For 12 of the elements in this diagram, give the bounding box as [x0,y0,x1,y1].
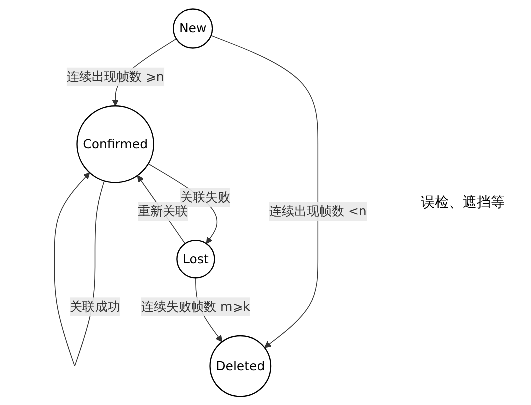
node-circle: Lost [176,240,216,278]
edge-label: 重新关联 [138,203,188,218]
arrow [210,34,318,348]
node-circle: New [172,8,213,48]
note-text: 误检、遮挡等 [421,194,506,212]
edge-label: 连续出现帧数 ⩾n [66,68,164,84]
edge-label: 关联失败 [180,190,230,204]
edge-label: 关联成功 [70,298,120,314]
edge-label: 连续出现帧数 <n [269,203,367,218]
edge-label: 连续失败帧数 m⩾k [141,298,250,314]
node-circle: Deleted [209,334,272,397]
node-circle: Confirmed [76,105,154,183]
